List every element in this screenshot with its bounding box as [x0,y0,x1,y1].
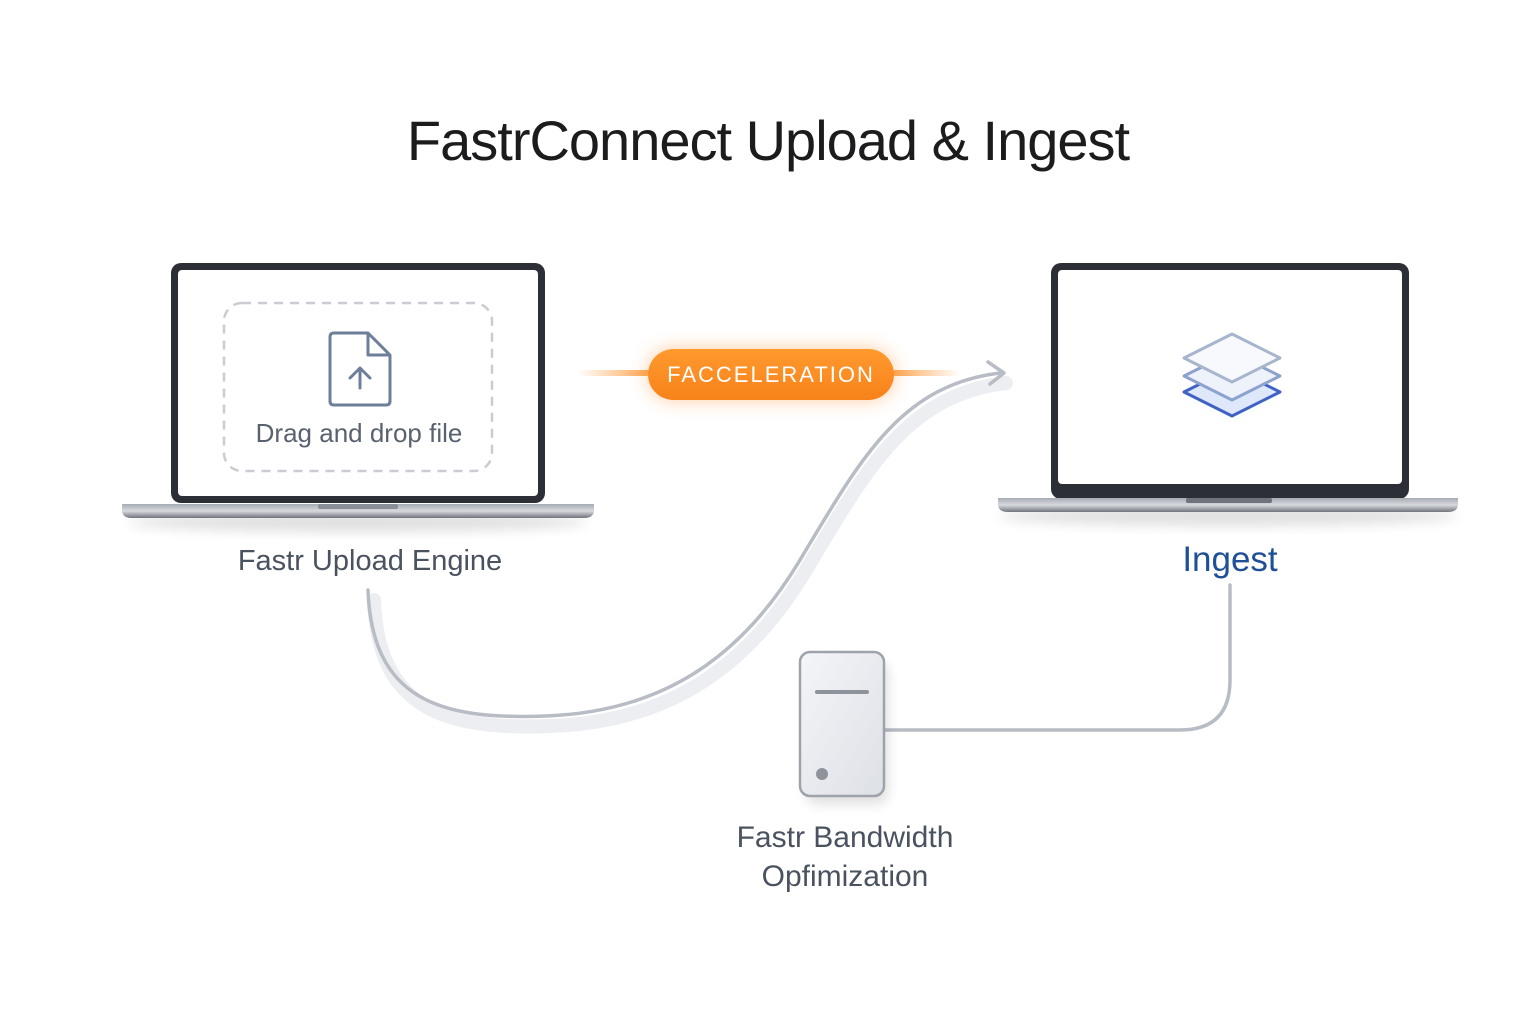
drop-zone[interactable] [222,301,494,473]
bandwidth-label-line2: Opfimization [761,860,929,893]
bandwidth-server-label: Fastr Bandwidth Opfimization [680,818,1010,896]
upload-engine-label: Fastr Upload Engine [237,545,503,577]
arrow-head-icon [986,360,1006,386]
acceleration-glow-left [578,370,650,376]
file-upload-icon [328,331,392,407]
upload-engine-laptop [122,263,594,532]
ingest-label: Ingest [1182,540,1278,579]
server-icon [798,650,888,804]
upload-flow-connector [366,360,1013,734]
page-title: FastrConnect Upload & Ingest [406,109,1130,172]
ingest-server-connector [882,583,1232,732]
drop-zone-text: Drag and drop file [255,418,463,448]
acceleration-glow-right [892,370,960,376]
acceleration-badge: FACCELERATION [648,349,894,400]
layers-icon [1182,332,1282,418]
bandwidth-label-line1: Fastr Bandwidth [736,821,954,854]
